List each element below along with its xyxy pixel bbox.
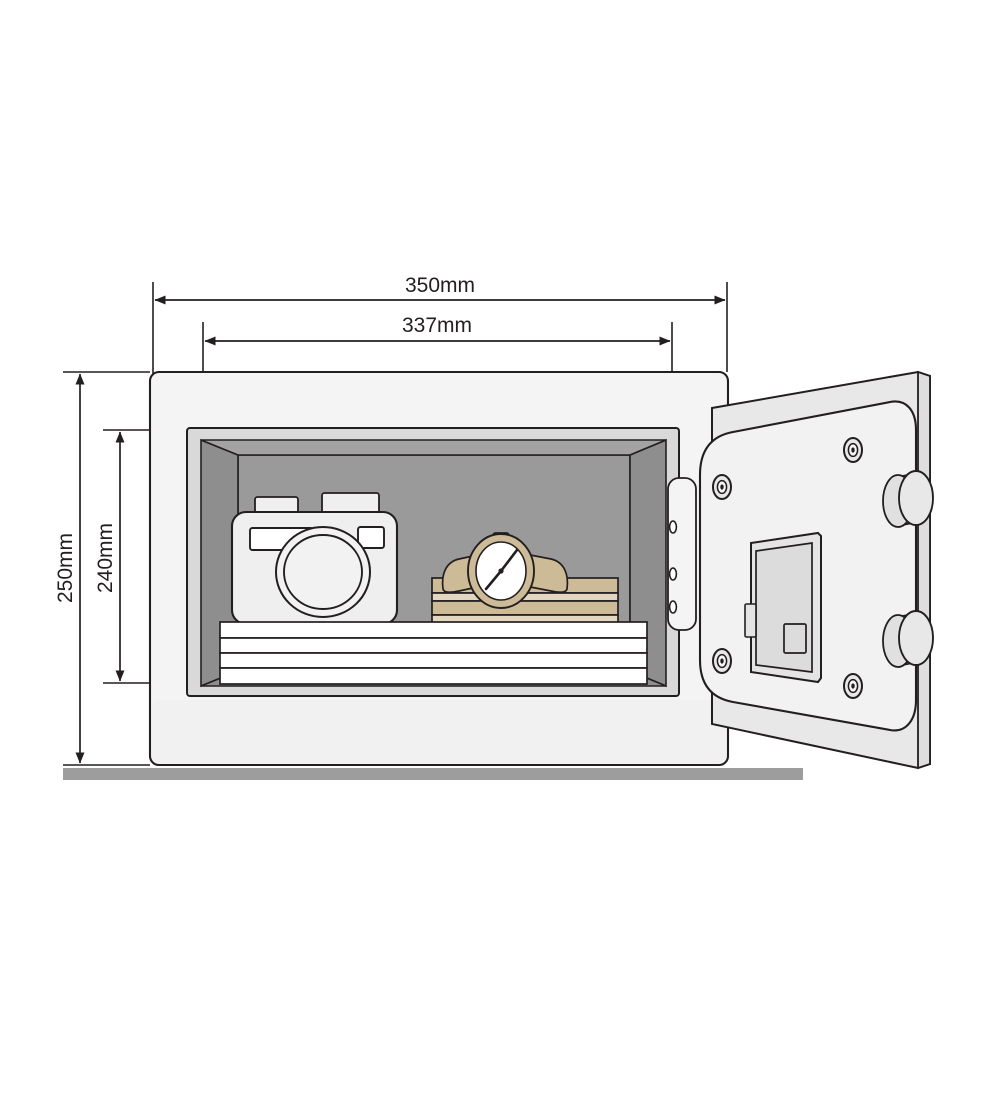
lock-keyway bbox=[783, 623, 807, 654]
door-rivet-core bbox=[851, 447, 855, 453]
locking-bolt-bottom bbox=[882, 610, 934, 668]
lock-plate bbox=[744, 531, 822, 684]
safe-body-base-shading bbox=[152, 700, 726, 763]
paper-item bbox=[219, 652, 648, 669]
dimension-label-overall-height: 250mm bbox=[54, 533, 77, 603]
paper-item bbox=[219, 621, 648, 639]
dimension-label-interior-width: 337mm bbox=[402, 314, 472, 337]
hinge-hole bbox=[668, 600, 678, 614]
cavity-top-wall bbox=[200, 439, 667, 456]
door-thickness-edge bbox=[917, 370, 931, 770]
hinge-hole bbox=[668, 567, 678, 581]
locking-bolt-top bbox=[882, 470, 934, 528]
bolt-front-face bbox=[898, 610, 934, 666]
dimension-label-overall-width: 350mm bbox=[405, 274, 475, 297]
lock-side-tab bbox=[744, 603, 757, 638]
watch-hour-hand bbox=[484, 569, 503, 591]
door-rivet-core bbox=[851, 683, 855, 689]
door-rivet-core bbox=[720, 658, 724, 664]
camera-flash-button bbox=[357, 526, 385, 549]
paper-item bbox=[219, 667, 648, 685]
camera-lens-inner-ring bbox=[283, 534, 363, 610]
locking-bolts bbox=[882, 470, 934, 668]
dimension-label-interior-height: 240mm bbox=[94, 523, 117, 593]
ground-line bbox=[63, 768, 803, 780]
hinge-plate bbox=[667, 477, 697, 631]
camera bbox=[230, 492, 399, 626]
wristwatch bbox=[441, 532, 569, 609]
door-rivets bbox=[712, 437, 863, 699]
paper-item bbox=[219, 637, 648, 654]
dimension-overall-height: 250mm bbox=[54, 371, 150, 766]
watch-hand-pin bbox=[498, 568, 504, 574]
ground-surface bbox=[63, 768, 803, 780]
door-rivet-core bbox=[720, 484, 724, 490]
bolt-front-face bbox=[898, 470, 934, 526]
hinge-hole bbox=[668, 520, 678, 534]
safe-door bbox=[698, 370, 934, 770]
paper-stack bbox=[219, 621, 648, 685]
door-hinge bbox=[667, 477, 697, 631]
watch-minute-hand bbox=[499, 548, 519, 573]
book-item bbox=[431, 600, 619, 616]
